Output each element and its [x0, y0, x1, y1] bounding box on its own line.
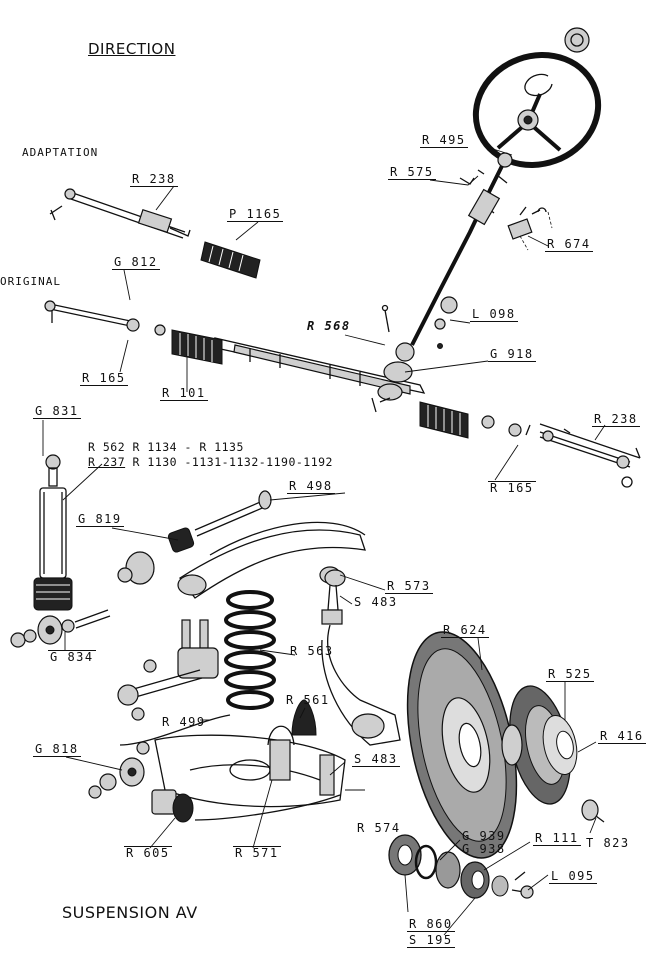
part-tag-s195: S 195 [407, 933, 455, 948]
part-tag-t823: T 823 [586, 836, 630, 850]
rack-boot-right-icon [419, 401, 469, 439]
coil-spring-icon [224, 590, 276, 710]
part-tag-l095: L 095 [549, 869, 597, 884]
compat-note-line2: R 237 R 1130 -1131-1132-1190-1192 [88, 455, 333, 469]
part-tag-g831: G 831 [33, 404, 81, 419]
part-tag-s483-top: S 483 [354, 595, 398, 609]
stabilizer-link-icon [117, 619, 219, 721]
part-tag-r605: R 605 [124, 846, 172, 860]
part-tag-r101: R 101 [160, 386, 208, 401]
part-tag-g812: G 812 [112, 255, 160, 270]
part-tag-r573: R 573 [385, 579, 433, 594]
tie-rod-adaptation-icon [49, 188, 191, 239]
original-label: ORIGINAL [0, 275, 61, 288]
part-tag-r575: R 575 [388, 165, 436, 180]
upper-arm-bushing-icon [117, 490, 272, 585]
part-tag-r238-right: R 238 [592, 412, 640, 427]
part-tag-r574: R 574 [357, 821, 401, 835]
wheel-bearing-set-icon [388, 834, 534, 899]
wheel-hub-icon [501, 685, 578, 805]
brake-disc-icon [406, 631, 518, 859]
part-tag-r165-left: R 165 [80, 371, 128, 386]
part-tag-g834: G 834 [48, 650, 96, 664]
part-tag-g938: G 938 [462, 842, 506, 856]
part-tag-r165-right: R 165 [488, 481, 536, 495]
tie-rod-right-icon [481, 415, 641, 488]
part-tag-g818: G 818 [33, 742, 81, 757]
part-tag-r498: R 498 [287, 479, 335, 494]
compat-note-line1: R 562 R 1134 - R 1135 [88, 440, 244, 454]
part-tag-r563: R 563 [290, 644, 334, 658]
compat-note-rest: R 1130 -1131-1132-1190-1192 [125, 455, 333, 469]
part-tag-r568: R 568 [307, 319, 351, 333]
suspension-heading: SUSPENSION AV [62, 903, 198, 922]
part-tag-r525: R 525 [546, 667, 594, 682]
lower-arm-icon [119, 714, 346, 821]
part-tag-g819: G 819 [76, 512, 124, 527]
part-tag-r561: R 561 [286, 693, 330, 707]
upper-arm-icon [177, 521, 366, 599]
tie-rod-left-icon [44, 300, 166, 336]
part-tag-g918: G 918 [488, 347, 536, 362]
shock-absorber-icon [10, 454, 111, 648]
steering-wheel-icon [472, 52, 602, 168]
rack-boot-left-icon [171, 329, 223, 365]
part-tag-r495: R 495 [420, 133, 468, 148]
lower-arm-bushing-icon [88, 741, 194, 823]
part-tag-r499: R 499 [162, 715, 206, 729]
bump-stop-icon [291, 699, 317, 736]
column-bearing-icon [381, 296, 458, 349]
part-tag-r674: R 674 [545, 237, 593, 252]
part-tag-g939: G 939 [462, 829, 506, 843]
direction-heading: DIRECTION [88, 40, 176, 58]
boot-spare-icon [200, 241, 261, 279]
leader-lines [42, 147, 606, 936]
part-tag-r238-top: R 238 [130, 172, 178, 187]
part-tag-l098: L 098 [470, 307, 518, 322]
part-tag-r111: R 111 [533, 831, 581, 846]
compat-note-code: R 237 [88, 455, 126, 469]
steering-rack-icon [214, 337, 426, 413]
hub-cap-icon [581, 799, 605, 823]
part-tag-r571: R 571 [233, 846, 281, 860]
part-tag-r624: R 624 [441, 623, 489, 638]
steering-column-icon [410, 152, 513, 346]
part-tag-r860: R 860 [407, 917, 455, 932]
steering-cap-icon [564, 27, 590, 53]
part-tag-r416: R 416 [598, 729, 646, 744]
part-tag-s483-bottom: S 483 [352, 752, 400, 767]
steering-switch-icon [507, 206, 553, 251]
part-tag-p1165: P 1165 [227, 207, 284, 222]
steering-knuckle-icon [321, 569, 401, 746]
adaptation-label: ADAPTATION [22, 146, 99, 159]
